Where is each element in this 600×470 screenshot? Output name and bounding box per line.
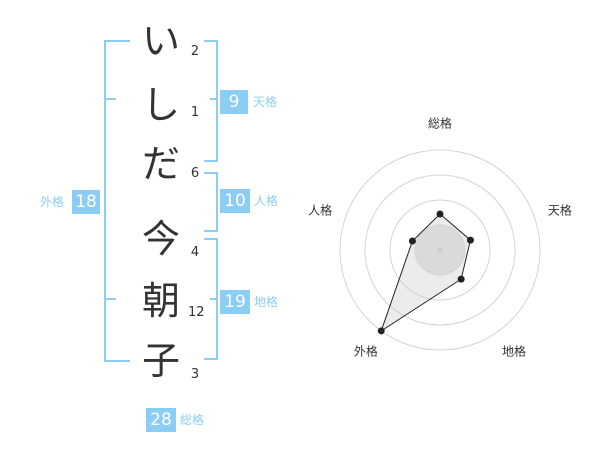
name-character-5: 朝: [141, 279, 180, 323]
name-character-2: し: [141, 83, 180, 127]
chikaku-badge: 19: [220, 290, 250, 314]
radar-axis-label: 外格: [354, 343, 378, 358]
radar-point-4: [377, 327, 385, 335]
name-character-4: 今: [141, 217, 180, 261]
bracket-tick: [104, 98, 116, 100]
radar-point-3: [457, 275, 465, 283]
stroke-count-4: 4: [190, 245, 200, 260]
stroke-count-3: 6: [190, 166, 200, 181]
gaikaku-label: 外格: [40, 195, 65, 209]
radar-axis-label: 総格: [428, 116, 452, 131]
radar-axis-label: 天格: [548, 203, 572, 218]
stroke-count-5: 12: [188, 305, 205, 320]
gaikaku-bracket: [104, 40, 130, 362]
radar-axis-label: 人格: [308, 203, 332, 218]
radar-point-5: [408, 237, 416, 245]
tenkaku-bracket: [204, 40, 218, 162]
radar-ring: [389, 199, 491, 301]
radar-point-2: [466, 236, 474, 244]
bracket-tick: [104, 298, 116, 300]
tenkaku-label: 天格: [253, 95, 278, 109]
name-character-1: い: [141, 19, 180, 63]
radar-axis-label: 地格: [502, 343, 526, 358]
soukaku-badge: 28: [146, 408, 176, 432]
stroke-count-2: 1: [190, 105, 200, 120]
bracket-tick: [210, 98, 218, 100]
tenkaku-badge: 9: [220, 90, 248, 114]
soukaku-label: 総格: [180, 413, 205, 427]
chikaku-label: 地格: [254, 295, 279, 309]
stroke-count-6: 3: [190, 367, 200, 382]
jinkaku-label: 人格: [254, 194, 279, 208]
name-character-6: 子: [141, 339, 180, 383]
jinkaku-badge: 10: [220, 189, 250, 213]
gaikaku-badge: 18: [72, 190, 100, 214]
radar-center: [437, 247, 443, 253]
stroke-count-1: 2: [190, 44, 200, 59]
radar-point-1: [436, 210, 444, 218]
radar-ring: [339, 149, 541, 351]
radar-series: [380, 213, 471, 333]
name-character-3: だ: [141, 142, 180, 186]
radar-ring: [364, 174, 516, 326]
bracket-tick: [210, 298, 218, 300]
jinkaku-bracket: [204, 172, 218, 232]
